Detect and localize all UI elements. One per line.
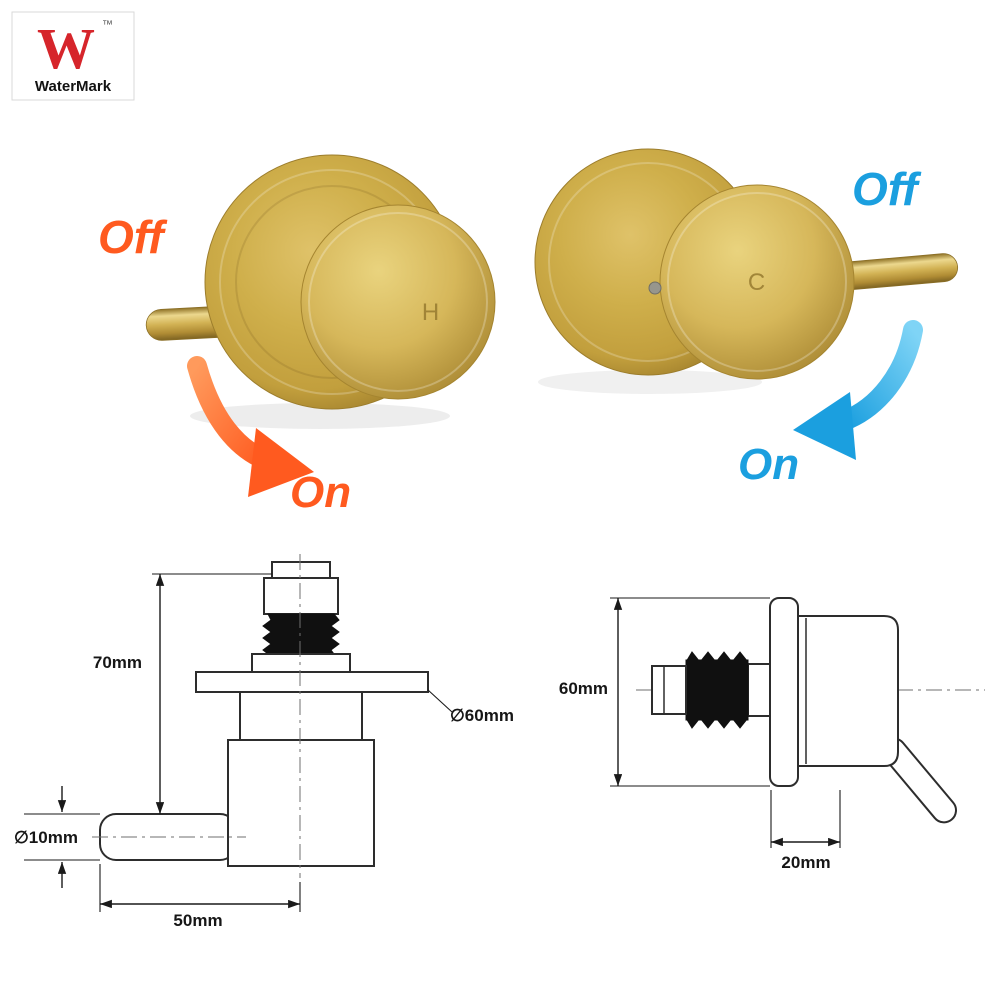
- watermark-w-icon: W: [37, 16, 95, 81]
- watermark-trademark: ™: [102, 19, 113, 31]
- hot-rotation-annotation: Off On: [98, 211, 351, 517]
- front-flange-leader-line: [427, 689, 453, 713]
- hot-rotation-arrowhead-icon: [248, 428, 314, 497]
- front-thread-section: [262, 613, 340, 655]
- cold-valve-photo: C: [534, 148, 959, 394]
- watermark-certification-logo: W ™ WaterMark: [11, 11, 135, 101]
- cold-indicator-dot: [648, 281, 662, 295]
- front-length-label: 50mm: [173, 911, 222, 930]
- front-handle-diameter-label: ∅10mm: [14, 828, 78, 847]
- cold-valve-cap: [659, 184, 855, 380]
- watermark-label: WaterMark: [35, 78, 112, 95]
- front-spindle-top: [271, 561, 331, 579]
- side-thread-teeth-top: [685, 651, 749, 667]
- side-spindle-tip: [651, 665, 687, 715]
- cold-off-label: Off: [852, 163, 922, 215]
- side-depth-label: 20mm: [781, 853, 830, 872]
- front-dimension-drawing: 70mm ∅60mm ∅10mm 50mm: [14, 554, 514, 930]
- hot-valve-photo: H: [145, 154, 496, 429]
- watermark-logo-box: [11, 11, 135, 101]
- side-thread-section: [685, 659, 749, 721]
- side-cap-body: [797, 615, 899, 767]
- side-dimension-drawing: 60mm 20mm: [559, 597, 985, 872]
- front-spindle-body: [263, 577, 339, 615]
- cold-valve-letter: C: [748, 269, 766, 296]
- side-height-label: 60mm: [559, 679, 608, 698]
- front-height-label: 70mm: [93, 653, 142, 672]
- cold-cap-highlight-ring: [667, 192, 847, 372]
- cold-rotation-annotation: Off On: [738, 163, 923, 489]
- hot-valve-letter: H: [422, 299, 440, 326]
- front-flange-diameter-label: ∅60mm: [450, 706, 514, 725]
- side-flange-plate: [769, 597, 799, 787]
- side-thread-teeth-bottom: [685, 713, 749, 729]
- cold-rotation-arrow: [834, 320, 923, 431]
- cold-valve-shadow: [538, 370, 762, 394]
- hot-cap-highlight-ring: [308, 212, 488, 392]
- front-upper-body: [239, 691, 363, 741]
- side-collar: [747, 663, 771, 717]
- hot-on-label: On: [290, 468, 351, 517]
- front-collar: [251, 653, 351, 673]
- cold-on-label: On: [738, 440, 799, 489]
- hot-valve-shadow: [190, 403, 450, 429]
- front-lower-body: [227, 739, 375, 867]
- cold-rotation-arrowhead-icon: [793, 392, 856, 460]
- hot-off-label: Off: [98, 211, 168, 263]
- front-flange-plate: [195, 671, 429, 693]
- hot-valve-cap: [300, 204, 496, 400]
